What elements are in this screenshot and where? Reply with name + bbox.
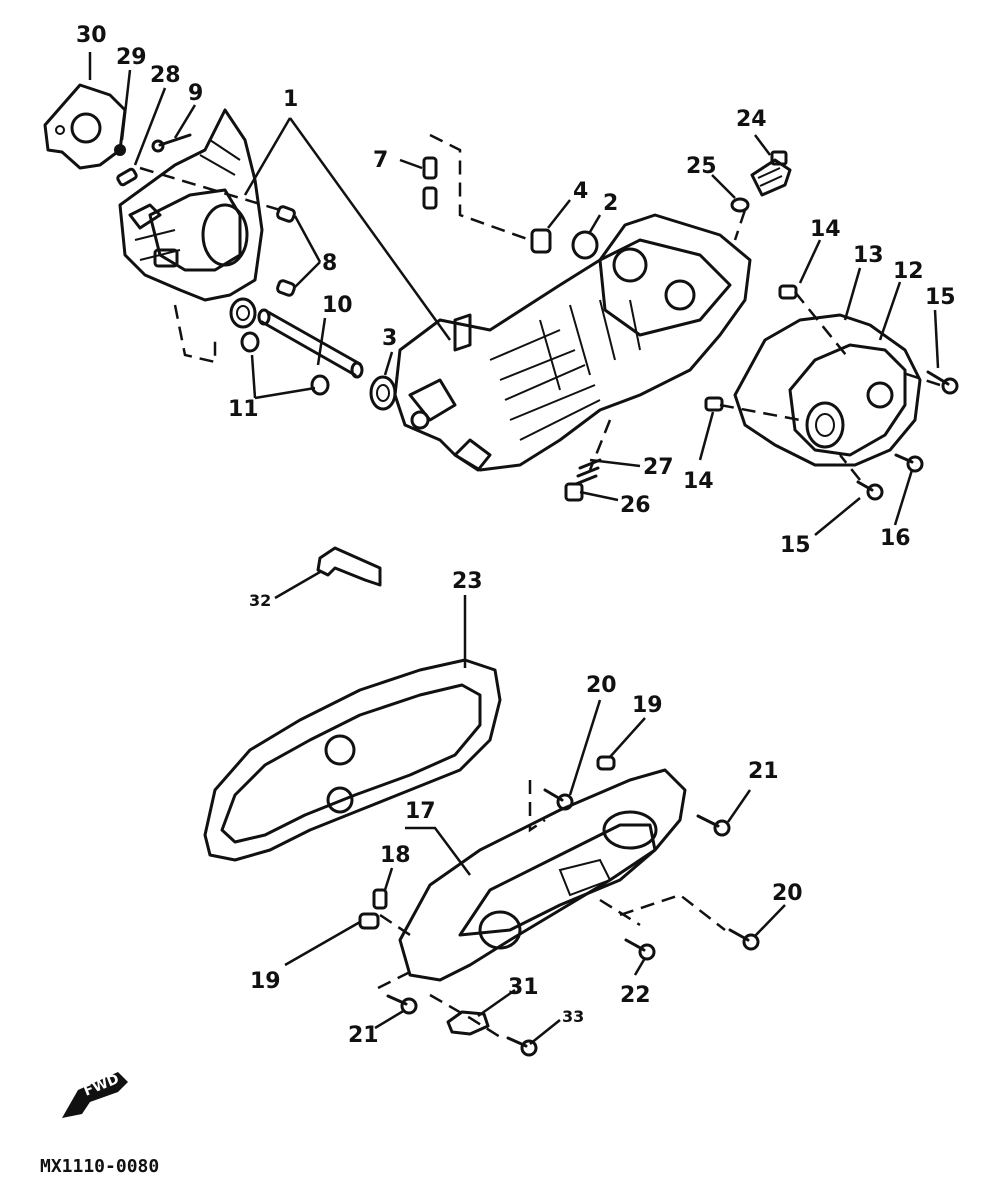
leader-lines bbox=[88, 52, 940, 1045]
part-17-crankcase-cover bbox=[398, 768, 687, 982]
callout-8: 8 bbox=[322, 251, 337, 276]
callout-24: 24 bbox=[736, 107, 767, 132]
part-30-plate bbox=[43, 83, 127, 170]
part-26-bolt bbox=[564, 482, 584, 502]
left-crankcase-half bbox=[118, 108, 264, 302]
part-15-bolt-lower bbox=[856, 480, 884, 501]
part-19-dowel-lower bbox=[358, 912, 380, 930]
callout-7: 7 bbox=[373, 148, 388, 173]
part-31-clip bbox=[446, 1010, 490, 1036]
part-8-dowel-lower bbox=[276, 279, 296, 297]
part-18-dowel bbox=[372, 888, 388, 910]
callout-32: 32 bbox=[249, 591, 271, 610]
callout-10: 10 bbox=[322, 293, 353, 318]
callout-1-upper: 1 bbox=[283, 87, 298, 112]
part-7-dowel-upper bbox=[422, 156, 438, 180]
callout-22: 22 bbox=[620, 983, 651, 1008]
callout-17: 17 bbox=[405, 799, 436, 824]
part-3-oil-seal bbox=[369, 375, 397, 411]
part-21-bolt-left bbox=[386, 994, 418, 1015]
part-29-washer bbox=[114, 144, 126, 156]
callout-33: 33 bbox=[562, 1007, 584, 1026]
part-10-shaft bbox=[257, 308, 364, 379]
part-20-bolt-right bbox=[728, 928, 760, 951]
callout-19-upper: 19 bbox=[632, 693, 663, 718]
callout-labels: 30 29 28 9 1 8 10 11 3 7 4 2 25 24 14 13… bbox=[76, 23, 956, 1048]
callout-20-upper: 20 bbox=[586, 673, 617, 698]
callout-27: 27 bbox=[643, 455, 674, 480]
callout-2: 2 bbox=[603, 191, 618, 216]
part-11-bushing-a bbox=[240, 331, 260, 353]
right-crankcase-half bbox=[393, 213, 752, 472]
part-15-bolt-upper bbox=[926, 370, 959, 395]
part-28-screw bbox=[116, 167, 138, 187]
callout-29: 29 bbox=[116, 45, 147, 70]
callout-26: 26 bbox=[620, 493, 651, 518]
callout-15-lower: 15 bbox=[780, 533, 811, 558]
callout-21-right: 21 bbox=[748, 759, 779, 784]
callout-12: 12 bbox=[893, 259, 924, 284]
callout-23: 23 bbox=[452, 569, 483, 594]
callout-30: 30 bbox=[76, 23, 107, 48]
callout-18: 18 bbox=[380, 843, 411, 868]
diagram-code: MX1110-0080 bbox=[40, 1156, 159, 1177]
part-25-washer bbox=[730, 197, 750, 213]
part-21-bolt-right bbox=[696, 814, 731, 837]
assembly-lines bbox=[139, 133, 941, 1042]
part-20-bolt-upper bbox=[543, 788, 574, 811]
part-27-spring bbox=[574, 458, 602, 486]
part-11-bushing-b bbox=[310, 374, 330, 396]
part-13-cover-gasket bbox=[733, 313, 922, 467]
part-9-bolt bbox=[151, 133, 192, 153]
part-4-dowel bbox=[530, 228, 552, 254]
callout-31: 31 bbox=[508, 975, 539, 1000]
callout-3: 3 bbox=[382, 326, 397, 351]
callout-13: 13 bbox=[853, 243, 884, 268]
callout-20-right: 20 bbox=[772, 881, 803, 906]
part-33-bolt bbox=[506, 1036, 538, 1057]
callout-28: 28 bbox=[150, 63, 181, 88]
callout-25: 25 bbox=[686, 154, 717, 179]
part-14-dowel-lower bbox=[704, 396, 724, 412]
callout-15-upper: 15 bbox=[925, 285, 956, 310]
part-2-bushing bbox=[571, 230, 599, 260]
callout-19-lower: 19 bbox=[250, 969, 281, 994]
part-16-bolt bbox=[894, 453, 924, 473]
callout-21-left: 21 bbox=[348, 1023, 379, 1048]
part-24-drain-plug bbox=[750, 150, 792, 197]
part-19-dowel-upper bbox=[596, 755, 616, 771]
callout-16: 16 bbox=[880, 526, 911, 551]
part-12-side-cover bbox=[788, 343, 907, 457]
part-23-gasket bbox=[203, 658, 502, 862]
callout-11: 11 bbox=[228, 397, 259, 422]
callout-9: 9 bbox=[188, 81, 203, 106]
oil-seal-left bbox=[229, 297, 257, 329]
callout-4: 4 bbox=[573, 179, 588, 204]
callout-14-upper: 14 bbox=[810, 217, 841, 242]
part-14-dowel-upper bbox=[778, 284, 798, 300]
part-32-bracket bbox=[316, 546, 382, 587]
forward-arrow-icon: FWD bbox=[62, 1071, 128, 1118]
part-7-dowel-lower bbox=[422, 186, 438, 210]
part-8-dowel-upper bbox=[276, 205, 296, 223]
callout-14-lower: 14 bbox=[683, 469, 714, 494]
part-22-bolt bbox=[624, 938, 656, 961]
